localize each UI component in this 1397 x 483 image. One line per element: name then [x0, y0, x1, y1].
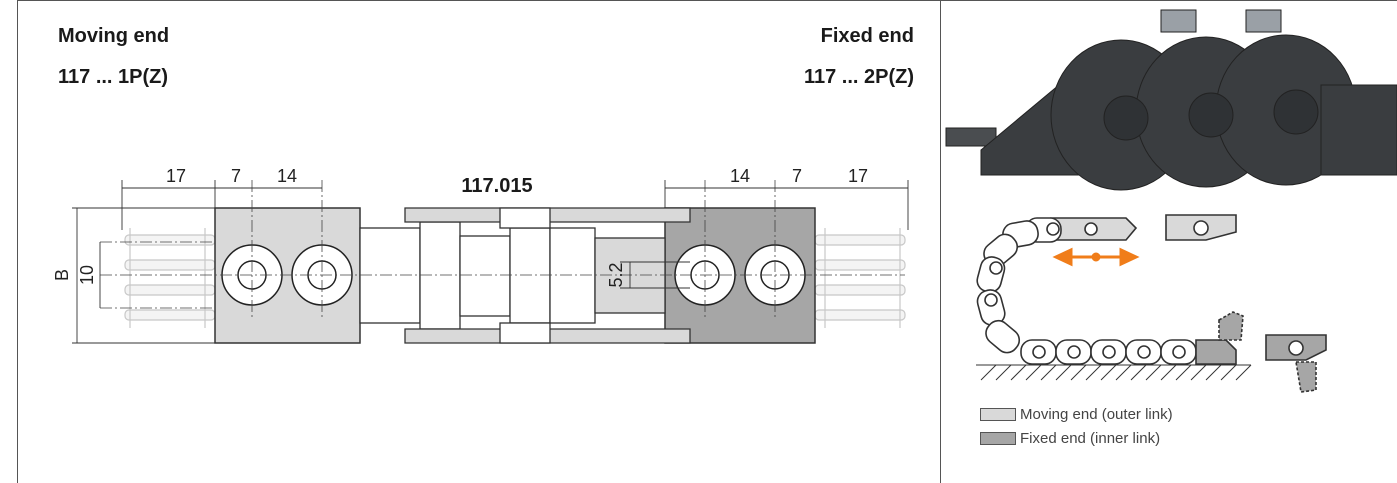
dim-pitch-10: 10 [77, 265, 97, 285]
middle-chain [359, 207, 691, 344]
dim-right-7: 7 [792, 166, 802, 186]
ground [976, 364, 1252, 381]
dim-right-17: 17 [848, 166, 868, 186]
faded-links-left [124, 228, 216, 328]
movement-arrow [1052, 247, 1140, 267]
dim-height-b: B [52, 269, 72, 281]
moving-end-title: Moving end [58, 25, 170, 47]
part-number: 117.015 [461, 175, 532, 197]
technical-drawing: 17 7 14 117.015 14 7 17 B 10 5.2 [52, 166, 909, 344]
legend-swatch-moving [980, 408, 1016, 421]
moving-end-code: 117 ... 1P(Z) [58, 66, 169, 88]
chain-photo [945, 9, 1397, 191]
chain-schematic [976, 214, 1327, 393]
dim-right-14: 14 [730, 166, 750, 186]
fixed-end-code: 117 ... 2P(Z) [803, 66, 914, 88]
dim-left-17: 17 [166, 166, 186, 186]
dimension-lines [72, 180, 909, 344]
dim-left-14: 14 [277, 166, 297, 186]
image-panel [941, 0, 1397, 483]
legend-swatch-fixed [980, 432, 1016, 445]
dim-left-7: 7 [231, 166, 241, 186]
chain-illustration [945, 9, 1397, 393]
legend-moving-label: Moving end (outer link) [1020, 406, 1173, 423]
faded-links-right [814, 228, 906, 328]
centerlines [100, 180, 905, 320]
legend-fixed: Fixed end (inner link) [980, 430, 1160, 447]
legend-fixed-label: Fixed end (inner link) [1020, 430, 1161, 447]
dim-hole-5-2: 5.2 [606, 262, 626, 287]
legend-moving: Moving end (outer link) [980, 406, 1173, 423]
fixed-end-title: Fixed end [820, 25, 914, 47]
drawing-panel [17, 0, 941, 483]
